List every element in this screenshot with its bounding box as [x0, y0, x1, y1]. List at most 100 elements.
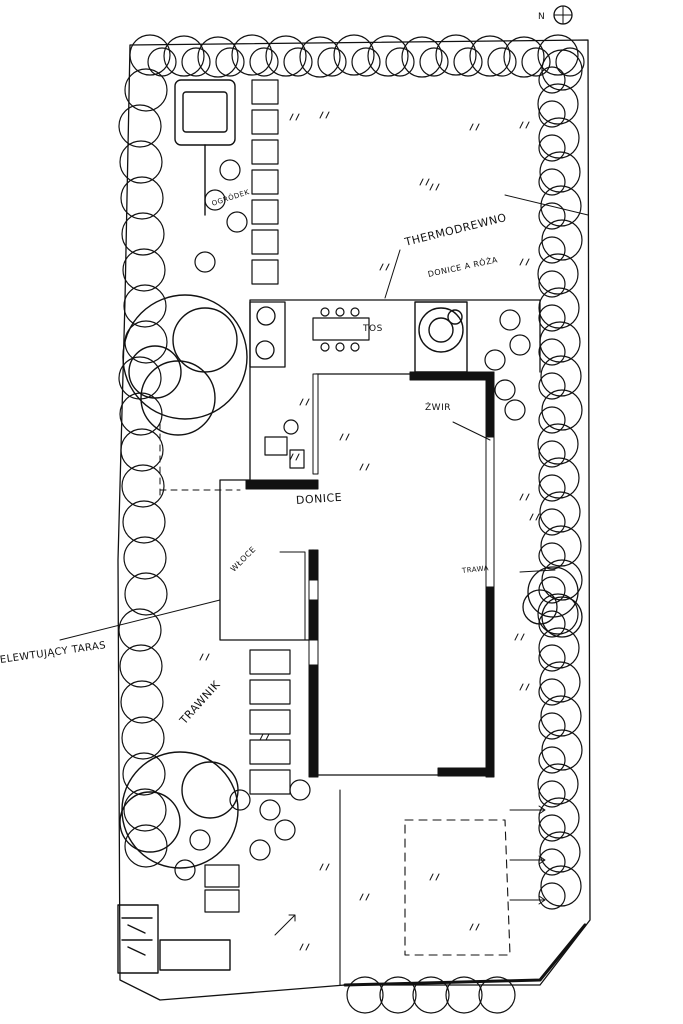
hedge-shrub — [538, 406, 566, 434]
hedge-shrub — [219, 159, 241, 181]
north-arrow-icon: N — [538, 5, 573, 25]
svg-text:N: N — [538, 12, 545, 22]
hedge-shrub — [123, 284, 167, 328]
hedge-shrub — [538, 644, 566, 672]
hedge-shrub — [121, 212, 165, 256]
hedge-shrub — [538, 134, 566, 162]
hedge-shrub — [538, 814, 566, 842]
hedge-shrub — [538, 797, 580, 839]
lawn-mark — [429, 873, 440, 881]
hedge-shrub — [367, 35, 409, 77]
hedge-shrub — [538, 457, 580, 499]
lawn-mark — [359, 893, 370, 901]
hedge-shrub — [259, 799, 281, 821]
hedge-shrub — [484, 349, 506, 371]
hedge-shrub — [487, 47, 517, 77]
hedge-shrub — [538, 848, 566, 876]
hedge-shrub — [499, 309, 521, 331]
lawn-mark — [319, 863, 330, 871]
hedge-shrub — [538, 508, 566, 536]
hedge-shrub — [283, 47, 313, 77]
hedge-shrub — [541, 389, 583, 431]
hedge-shrub — [445, 976, 483, 1014]
hedge-shrub — [538, 287, 580, 329]
lawn-mark — [429, 183, 440, 191]
car-outline — [174, 79, 236, 216]
terrace-table — [264, 307, 370, 469]
lawn-mark — [359, 463, 370, 471]
hedge-shrub — [538, 780, 566, 808]
path-pavers-south — [204, 649, 291, 913]
hedge-shrub — [538, 304, 566, 332]
hedge-shrub — [538, 542, 566, 570]
lawn-mark — [519, 683, 530, 691]
hedge-shrub — [122, 500, 166, 544]
hedge-shrub — [122, 752, 166, 796]
hedge-shrub — [419, 47, 449, 77]
hedge-shrub — [541, 729, 583, 771]
hedge-shrub — [537, 763, 579, 805]
lawn-mark — [299, 398, 310, 406]
hedge-shrub — [538, 678, 566, 706]
hedge-shrub — [289, 779, 311, 801]
lawn-mark — [339, 433, 350, 441]
hedge-shrub — [469, 35, 511, 77]
hedge-shrub — [129, 34, 171, 76]
hedge-shrub — [538, 627, 580, 669]
hedge-shrub — [555, 47, 585, 77]
hedge-shrub — [317, 47, 347, 77]
hedge-shrub — [538, 372, 566, 400]
hedge-shrub — [538, 168, 566, 196]
label-zwir: ŻWIR — [425, 403, 451, 413]
lawn-mark — [519, 493, 530, 501]
hedge-shrub — [537, 593, 579, 635]
hedge-shrub — [181, 47, 211, 77]
hedge-shrub — [435, 34, 477, 76]
hedge-shrub — [537, 253, 579, 295]
label-tos: TOS — [363, 324, 383, 334]
hedge-shrub — [538, 202, 566, 230]
hedge-shrub — [163, 35, 205, 77]
hedge-shrub — [120, 680, 164, 724]
hedge-shrub — [503, 36, 545, 78]
hedge-shrub — [231, 34, 273, 76]
lawn-mark — [419, 178, 430, 186]
hedge-shrub — [120, 176, 164, 220]
tree-west — [122, 294, 248, 436]
hedge-shrub — [121, 716, 165, 760]
planter-west — [249, 301, 286, 368]
lawn-mark — [289, 453, 300, 461]
path-pavers-north — [251, 79, 279, 285]
hedge-shrub — [123, 788, 167, 832]
hedge-shrub — [538, 236, 566, 264]
hedge-shrub — [538, 100, 566, 128]
hedge-shrub — [189, 829, 211, 851]
lawn-mark — [519, 258, 530, 266]
hedge-shrub — [265, 35, 307, 77]
hedge-shrub — [299, 36, 341, 78]
hedge-shrub — [538, 440, 566, 468]
hedge-shrub — [124, 572, 168, 616]
lawn-mark — [469, 923, 480, 931]
perimeter-hedge — [118, 34, 585, 1014]
lawn-mark — [529, 513, 540, 521]
lawn-mark — [514, 633, 525, 641]
lawn-mark — [469, 123, 480, 131]
hedge-shrub — [346, 976, 384, 1014]
hedge-shrub — [453, 47, 483, 77]
plot-boundary — [117, 39, 591, 1001]
hedge-shrub — [401, 36, 443, 78]
hedge-shrub — [118, 608, 162, 652]
hedge-shrub — [385, 47, 415, 77]
hedge-shrub — [541, 219, 583, 261]
hedge-shrub — [174, 859, 196, 881]
hedge-shrub — [541, 559, 583, 601]
hedge-shrub — [521, 47, 551, 77]
lawn-mark — [299, 943, 310, 951]
hedge-shrub — [412, 976, 450, 1014]
hedge-shrub — [379, 976, 417, 1014]
hedge-shrub — [121, 464, 165, 508]
hedge-shrub — [509, 334, 531, 356]
hedge-shrub — [538, 746, 566, 774]
